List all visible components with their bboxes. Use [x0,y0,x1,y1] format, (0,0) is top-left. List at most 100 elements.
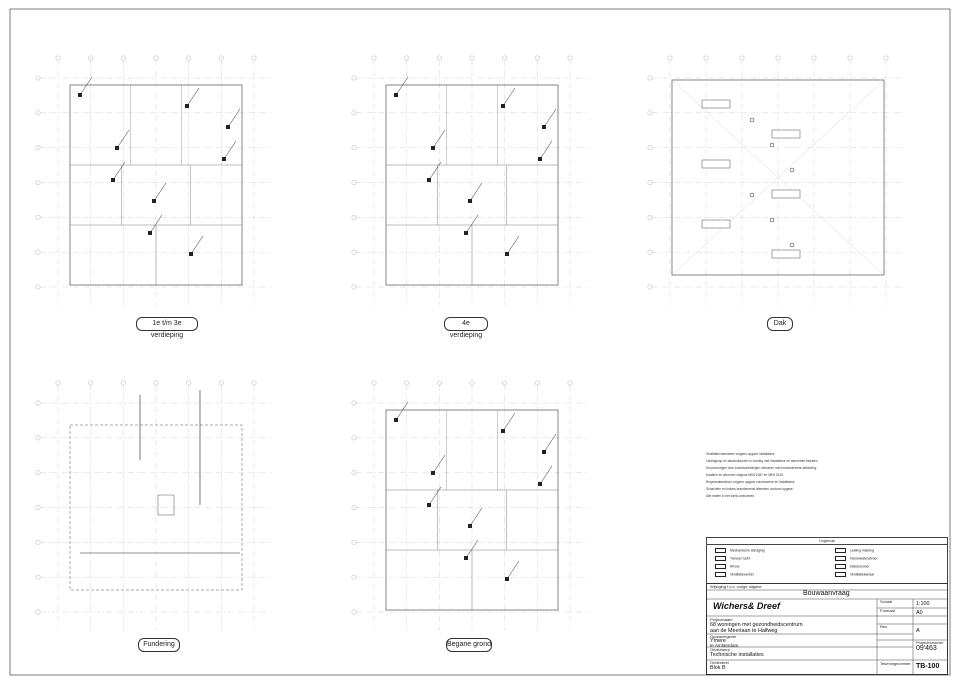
grid-bubble [351,110,357,116]
grid-bubble [404,380,410,386]
grid-bubble [469,380,475,386]
roof-drain [789,167,795,173]
installation-point [464,231,468,235]
note-line: Doorvoeringen door brandscheidingen uitv… [706,465,818,470]
room [471,224,559,286]
installation-leader [506,560,520,580]
annotation-box [701,159,731,169]
subject-label: Onderwerp [710,647,730,652]
title-block: Wijziging t.o.v. vorige uitgave Bouwaanv… [706,583,948,675]
grid-bubble [883,55,889,61]
plan-view [351,55,588,305]
annotation-box [771,189,801,199]
installation-point [468,199,472,203]
roof-drain [749,117,755,123]
installation-point [538,482,542,486]
installation-leader [428,161,442,181]
grid-bubble [35,110,41,116]
legend-symbol-icon [835,548,846,553]
installation-point [538,157,542,161]
legend-item: Ventilatieventiel [715,572,754,577]
client-name: Ymere [710,638,726,644]
installation-leader [149,214,163,234]
room [385,164,438,226]
title-block-grid [707,589,947,674]
annotation-box [771,129,801,139]
view-label-1e-3e: 1e t/m 3e verdieping [136,317,198,339]
sheet-border [9,8,951,676]
grid-bubble [436,380,442,386]
rev-label: Rev. [880,624,888,629]
annotation-box [701,219,731,229]
legend-item: Toevoer lucht [715,556,750,561]
view-label-begane-grond: Begane grond [446,638,492,652]
installation-leader [190,235,204,255]
installation-point [505,577,509,581]
grid-bubble [251,55,257,61]
installation-point [431,146,435,150]
installation-leader [469,182,483,202]
note-line: Leidingloop en aansluitpunten in overleg… [706,458,819,463]
installation-point [542,450,546,454]
grid-bubble [35,214,41,220]
plan-view [351,380,588,630]
firm-logo: Wichers& Dreef [713,601,780,611]
grid-bubble [351,609,357,615]
installation-point [431,471,435,475]
installation-leader [502,412,516,432]
project-no-label: Projectnummer [916,640,944,645]
subject: Technische installaties [710,652,764,658]
room [155,224,243,286]
grid-bubble [567,55,573,61]
installation-leader [153,182,167,202]
installation-leader [469,507,483,527]
grid-bubble [351,400,357,406]
installation-point [505,252,509,256]
project-no: 09'463 [916,645,937,652]
foundation-outline [69,424,243,591]
installation-point [427,503,431,507]
view-label-dak: Dak [767,317,793,331]
sheet-no: TB-100 [916,663,940,670]
part-label: Onderdeel [710,660,729,665]
grid-bubble [667,55,673,61]
installation-point [226,125,230,129]
plan-view [35,55,272,305]
room [506,164,559,226]
installation-point [542,125,546,129]
installation-leader [186,87,200,107]
installation-point [501,104,505,108]
roof-slope-line [671,79,885,276]
legend-item: Leiding riolering [835,548,874,553]
grid-bubble [120,380,126,386]
grid-bubble [436,55,442,61]
legend-symbol-icon [715,548,726,553]
format-label: Formaat [880,608,895,613]
roof-drain [789,242,795,248]
installation-leader [543,108,557,128]
grid-bubble [35,574,41,580]
grid-bubble [647,180,653,185]
grid-bubble [35,609,41,615]
legend-item: Dakdoorvoer [835,564,869,569]
room [497,409,559,491]
legend-symbol-icon [715,564,726,569]
installation-point [148,231,152,235]
grid-bubble [647,214,653,220]
client-city: te Amsterdam [710,643,739,648]
room [190,164,243,226]
revision-line: Wijziging t.o.v. vorige uitgave [710,584,762,589]
legend-item: Mechanische afzuiging [715,548,765,553]
grid-bubble [847,55,853,61]
plan-view [35,380,272,630]
legend-symbol-icon [835,564,846,569]
installation-leader [227,108,241,128]
room [497,84,559,166]
grid-bubble [35,75,41,81]
grid-bubble [371,380,377,386]
pit [157,494,175,516]
installation-leader [432,454,446,474]
installation-point [501,429,505,433]
grid-bubble [153,55,159,61]
